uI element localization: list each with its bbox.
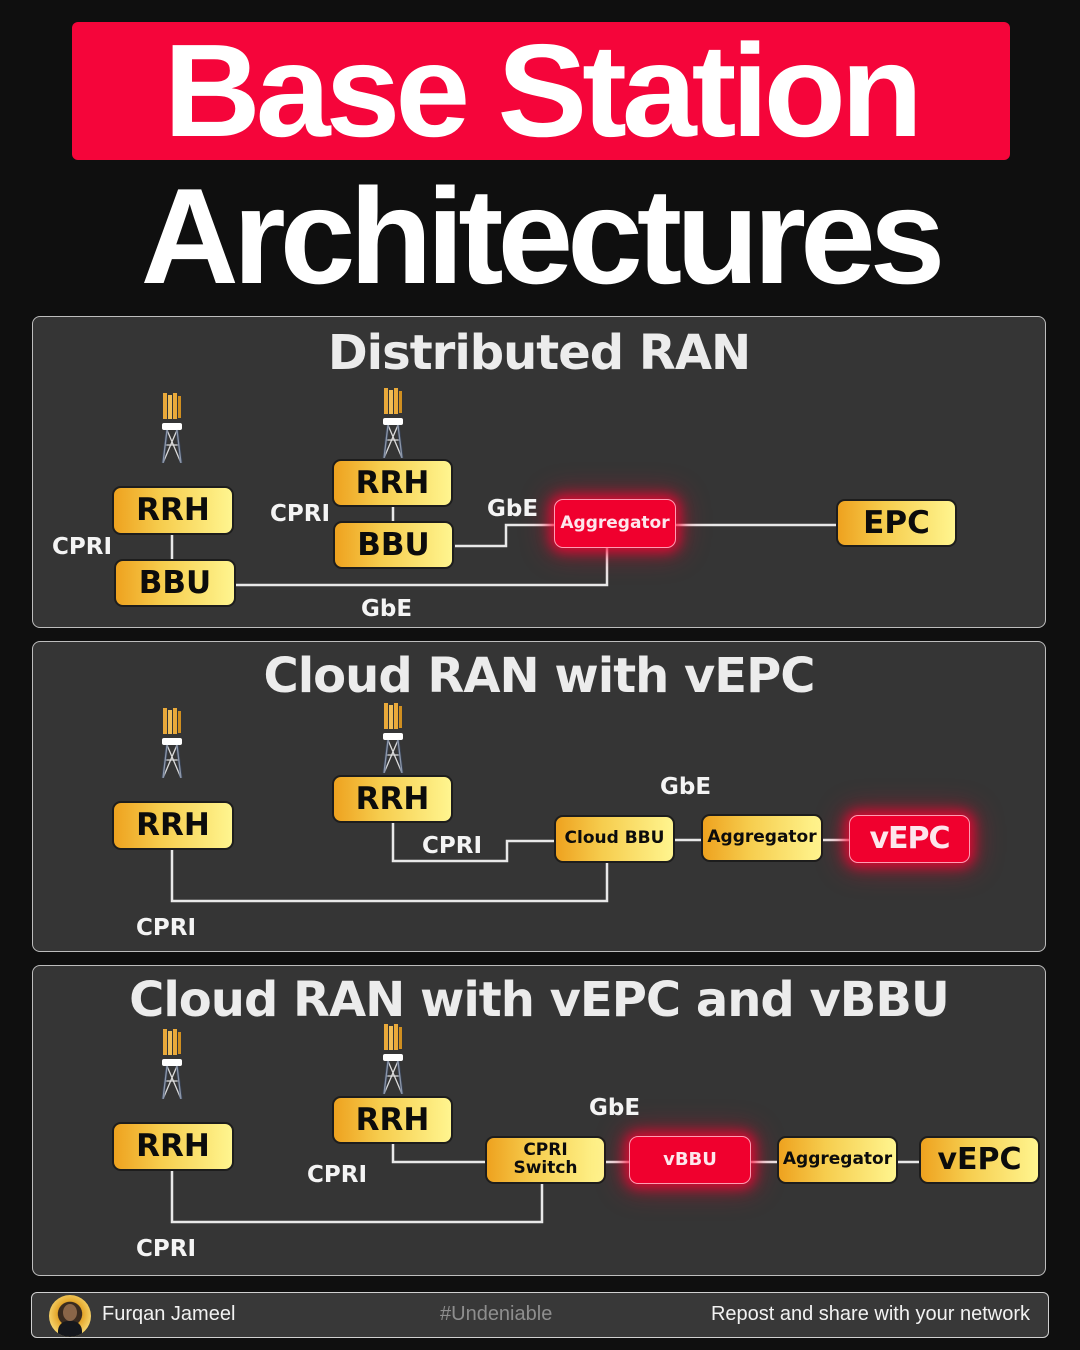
cpri-switch-line2: Switch (513, 1158, 578, 1178)
node-rrh: RRH (332, 775, 453, 823)
node-vbbu: vBBU (629, 1136, 751, 1184)
node-aggregator: Aggregator (701, 814, 823, 862)
node-epc: EPC (836, 499, 957, 547)
link-label-cpri: CPRI (52, 534, 113, 560)
node-rrh: RRH (112, 486, 234, 535)
node-rrh: RRH (332, 1096, 453, 1144)
link-label-cpri: CPRI (422, 833, 483, 859)
share-cta: Repost and share with your network (710, 1303, 1030, 1325)
title-banner: Base Station (72, 22, 1010, 160)
cell-tower-icon (382, 388, 404, 458)
link-label-gbe: GbE (361, 596, 413, 622)
node-cloud-bbu: Cloud BBU (554, 815, 675, 863)
section-title: Cloud RAN with vEPC (263, 648, 816, 704)
link-label-cpri: CPRI (270, 501, 331, 527)
node-cpri-switch: CPRI Switch (485, 1136, 606, 1184)
section-title: Cloud RAN with vEPC and vBBU (129, 972, 950, 1028)
node-bbu: BBU (114, 559, 236, 607)
node-bbu: BBU (333, 521, 454, 569)
link-label-gbe: GbE (589, 1095, 641, 1121)
hashtag: #Undeniable (440, 1303, 553, 1325)
panel-cloud-ran-vepc-vbbu: Cloud RAN with vEPC and vBBU (32, 965, 1046, 1276)
author-avatar (49, 1295, 91, 1337)
section-title: Distributed RAN (327, 325, 751, 381)
cell-tower-icon (382, 1024, 404, 1094)
cell-tower-icon (161, 1029, 183, 1099)
node-rrh: RRH (112, 1122, 234, 1171)
author-name: Furqan Jameel (102, 1303, 236, 1325)
link-label-gbe: GbE (660, 774, 712, 800)
node-aggregator: Aggregator (554, 499, 676, 548)
page-title-line2: Architectures (140, 160, 946, 312)
link-label-gbe: GbE (487, 496, 539, 522)
node-rrh: RRH (332, 459, 453, 507)
node-vepc: vEPC (849, 815, 970, 863)
cpri-switch-line1: CPRI (523, 1140, 568, 1161)
link-label-cpri: CPRI (136, 915, 197, 941)
cell-tower-icon (161, 393, 183, 463)
cell-tower-icon (161, 708, 183, 778)
node-vepc: vEPC (919, 1136, 1040, 1184)
footer-bar: Furqan Jameel #Undeniable Repost and sha… (31, 1292, 1049, 1338)
node-aggregator: Aggregator (777, 1136, 898, 1184)
cell-tower-icon (382, 703, 404, 773)
page-title-line1: Base Station (163, 17, 923, 164)
panel-cloud-ran-vepc: Cloud RAN with vEPC (32, 641, 1046, 952)
link-label-cpri: CPRI (307, 1162, 368, 1188)
link-label-cpri: CPRI (136, 1236, 197, 1262)
node-rrh: RRH (112, 801, 234, 850)
